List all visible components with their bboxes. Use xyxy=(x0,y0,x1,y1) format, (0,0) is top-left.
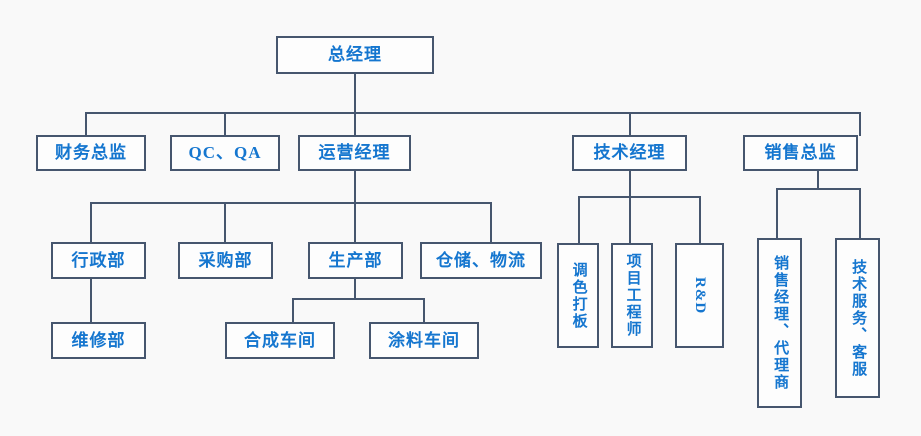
node-purchasing-department[interactable]: 采购部 xyxy=(178,242,273,279)
connector-tech-bus xyxy=(578,196,701,198)
node-rnd[interactable]: R&D xyxy=(675,243,724,348)
connector-main-bus xyxy=(85,112,860,114)
connector-operations-bus xyxy=(90,202,491,204)
connector-drop-finance xyxy=(85,112,87,136)
connector-drop-sales xyxy=(859,112,861,136)
connector-gm-down xyxy=(354,73,356,114)
connector-drop-color-matching xyxy=(578,196,580,243)
node-sales-director[interactable]: 销售总监 xyxy=(743,135,858,171)
node-tech-service-customer-service[interactable]: 技术服务、客服 xyxy=(835,238,880,398)
connector-production-bus xyxy=(292,298,424,300)
node-operations-manager[interactable]: 运营经理 xyxy=(298,135,411,171)
connector-tech-down xyxy=(629,170,631,197)
connector-drop-warehouse xyxy=(490,202,492,243)
connector-production-down xyxy=(354,279,356,299)
connector-drop-rnd xyxy=(699,196,701,243)
connector-admin-maintenance xyxy=(90,279,92,323)
connector-drop-synthesis xyxy=(292,298,294,322)
node-project-engineer[interactable]: 项目工程师 xyxy=(611,243,653,348)
node-tech-manager[interactable]: 技术经理 xyxy=(572,135,687,171)
connector-operations-down xyxy=(354,170,356,203)
connector-drop-coating xyxy=(423,298,425,322)
connector-drop-operations xyxy=(354,112,356,136)
node-production-department[interactable]: 生产部 xyxy=(308,242,403,279)
connector-drop-tech xyxy=(629,112,631,136)
connector-drop-project-engineer xyxy=(629,196,631,243)
node-warehouse-logistics[interactable]: 仓储、物流 xyxy=(420,242,542,279)
connector-sales-down xyxy=(817,170,819,189)
node-finance-director[interactable]: 财务总监 xyxy=(36,135,146,171)
connector-drop-production xyxy=(354,202,356,243)
node-sales-manager-agent[interactable]: 销售经理、代理商 xyxy=(757,238,802,408)
node-coating-workshop[interactable]: 涂料车间 xyxy=(369,322,479,359)
node-maintenance-department[interactable]: 维修部 xyxy=(51,322,146,359)
connector-drop-qcqa xyxy=(224,112,226,136)
node-qc-qa[interactable]: QC、QA xyxy=(170,135,280,171)
node-general-manager[interactable]: 总经理 xyxy=(276,36,434,74)
connector-drop-purchasing xyxy=(224,202,226,243)
node-synthesis-workshop[interactable]: 合成车间 xyxy=(225,322,335,359)
connector-drop-sales-manager xyxy=(776,188,778,238)
connector-drop-admin xyxy=(90,202,92,243)
node-admin-department[interactable]: 行政部 xyxy=(51,242,146,279)
connector-sales-bus xyxy=(776,188,860,190)
connector-drop-tech-service xyxy=(859,188,861,238)
node-color-matching[interactable]: 调色打板 xyxy=(557,243,599,348)
